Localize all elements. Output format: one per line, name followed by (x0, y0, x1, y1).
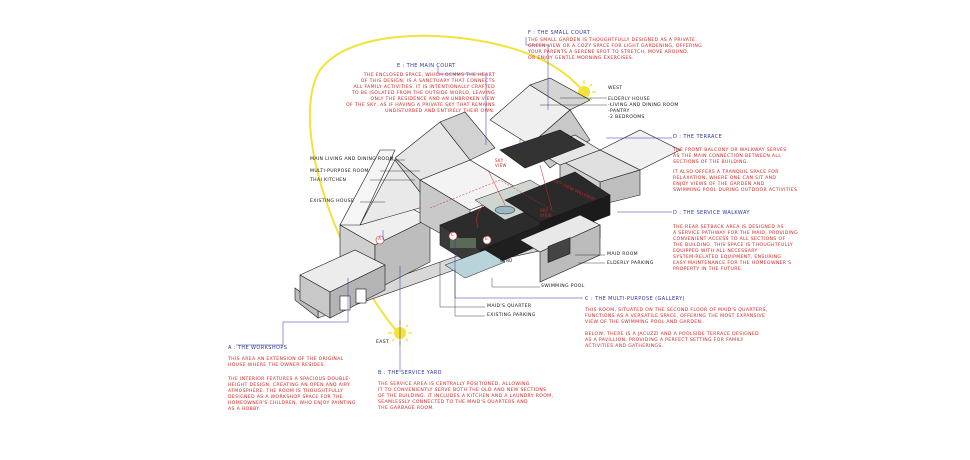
sun-path-arc (308, 34, 585, 334)
section-f-text: THE SMALL GARDEN IS THOUGHTFULLY DESIGNE… (528, 38, 703, 61)
maid-room-label: MAID ROOM (607, 252, 638, 257)
section-d-walkway-title: D : THE SERVICE WALKWAY (673, 210, 750, 216)
section-b-title: B : THE SERVICE YARD (378, 370, 442, 376)
east-label: EAST (376, 340, 390, 345)
section-d-terrace-text-1: THE FRONT BALCONY OR WALKWAY SERVES AS T… (673, 148, 787, 165)
marker-a (375, 235, 385, 245)
existing-house-label: EXISTING HOUSE (310, 199, 355, 204)
sky-view-label-2: SKY VIEW (540, 208, 552, 218)
wind-label: WIND (500, 258, 513, 263)
section-c-text-1: THIS ROOM, SITUATED ON THE SECOND FLOOR … (585, 308, 768, 325)
maids-quarter-label: MAID'S QUARTER (487, 304, 532, 309)
annotation-leaders (360, 97, 607, 317)
west-label: WEST (608, 86, 623, 91)
section-f-title: F : THE SMALL COURT (528, 30, 591, 36)
marker-c-label: C (451, 233, 455, 238)
marker-e (482, 235, 492, 245)
leader-lines (236, 37, 672, 372)
section-c-title: C : THE MULTI-PURPOSE (GALLERY) (585, 296, 685, 302)
main-living-label: MAIN LIVING AND DINING ROOM (310, 157, 394, 162)
elderly-parking-label: ELDERLY PARKING (607, 261, 654, 266)
thai-kitchen-label: THAI KITCHEN (310, 178, 347, 183)
section-c-text-2: BELOW, THERE IS A JACUZZI AND A POOLSIDE… (585, 332, 760, 349)
elderly-house-label: ELDERLY HOUSE -LIVING AND DINING ROOM -P… (608, 97, 679, 120)
maid-quarter-volume (519, 214, 601, 283)
section-d-terrace-text-2: IT ALSO OFFERS A TRANQUIL SPACE FOR RELA… (673, 170, 798, 193)
section-d-walkway-text: THE REAR SETBACK AREA IS DESIGNED AS A S… (673, 225, 798, 272)
setback-lines (429, 164, 556, 213)
section-d-terrace-title: D : THE TERRACE (673, 134, 723, 140)
existing-parking-label: EXISTING PARKING (487, 313, 536, 318)
swimming-pool-label: SWIMMING POOL (541, 284, 585, 289)
section-a-text-2: THE INTERIOR FEATURES A SPACIOUS DOUBLE-… (228, 377, 356, 412)
section-e-text: THE ENCLOSED SPACE, WHICH OCMMS THE HEAR… (346, 73, 495, 114)
section-e-title: E : THE MAIN COURT (397, 63, 456, 69)
multi-purpose-label: MULTI-PURPOSE ROOM (310, 169, 369, 174)
section-a-title: A : THE WORKSHOPS (228, 345, 288, 351)
marker-e-label: E (485, 237, 489, 242)
section-b-text: THE SERVICE AREA IS CENTRALLY POSITIONED… (378, 382, 554, 411)
swimming-pool (444, 249, 506, 279)
marker-a-label: A (378, 237, 382, 242)
section-a-text-1: THIS AREA AN EXTENSION OF THE ORIGINAL H… (228, 357, 344, 368)
marker-c (448, 231, 458, 241)
sky-view-label-1: SKY VIEW (495, 158, 507, 168)
